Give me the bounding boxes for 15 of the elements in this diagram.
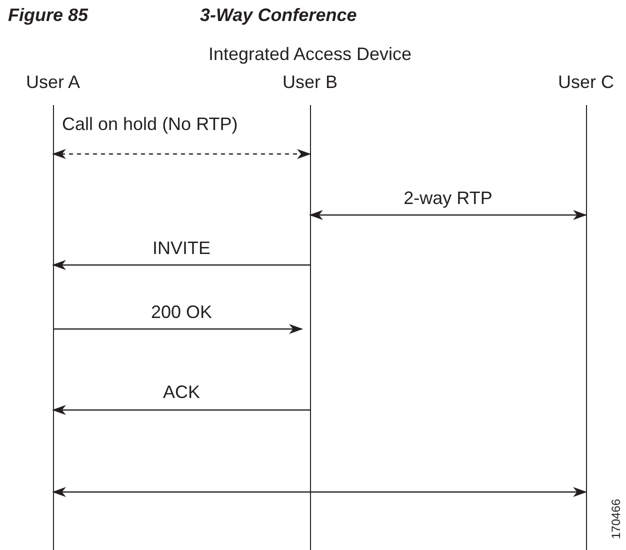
arrow <box>309 210 587 220</box>
figure-id: 170466 <box>609 498 623 542</box>
arrow <box>52 487 587 497</box>
participant-label: User A <box>26 71 80 94</box>
dashed-arrow <box>52 149 311 159</box>
arrow <box>52 260 310 270</box>
arrow <box>52 405 310 415</box>
arrow <box>53 324 303 334</box>
figure-title: 3-Way Conference <box>200 4 357 27</box>
figure-number: Figure 85 <box>8 4 88 27</box>
edge-label: Call on hold (No RTP) <box>60 114 240 134</box>
participant-label: User B <box>282 71 338 94</box>
participant-label: User C <box>558 71 614 94</box>
edge-label: 2-way RTP <box>402 188 494 208</box>
device-label: Integrated Access Device <box>207 43 413 66</box>
